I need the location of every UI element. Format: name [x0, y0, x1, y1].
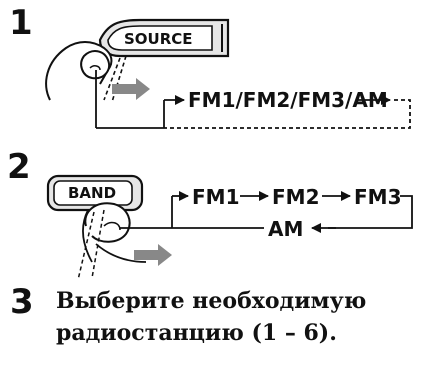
- step-1-number: 1: [9, 3, 33, 43]
- am-label: AM: [268, 217, 303, 241]
- finger-press-icon: [77, 202, 147, 281]
- source-button-label: SOURCE: [124, 30, 193, 48]
- fm2-label: FM2: [272, 185, 319, 209]
- step1-sequence-loop: [95, 70, 411, 129]
- step-2-number: 2: [7, 147, 31, 187]
- step2-sequence: [120, 191, 413, 233]
- arrow-right-icon: [112, 78, 150, 100]
- source-button[interactable]: SOURCE: [98, 18, 230, 58]
- fm3-label: FM3: [354, 185, 401, 209]
- step1-sequence-text: FM1/FM2/FM3/AM: [188, 88, 388, 112]
- arrow-right-icon: [134, 244, 172, 266]
- step3-text-line1: Выберите необходимую: [56, 288, 367, 314]
- fm1-label: FM1: [192, 185, 239, 209]
- step-3-number: 3: [10, 282, 34, 322]
- step3-instruction: Выберите необходимую радиостанцию (1 – 6…: [56, 285, 366, 349]
- band-button-label: BAND: [68, 184, 116, 202]
- step3-text-line2: радиостанцию (1 – 6).: [56, 320, 337, 346]
